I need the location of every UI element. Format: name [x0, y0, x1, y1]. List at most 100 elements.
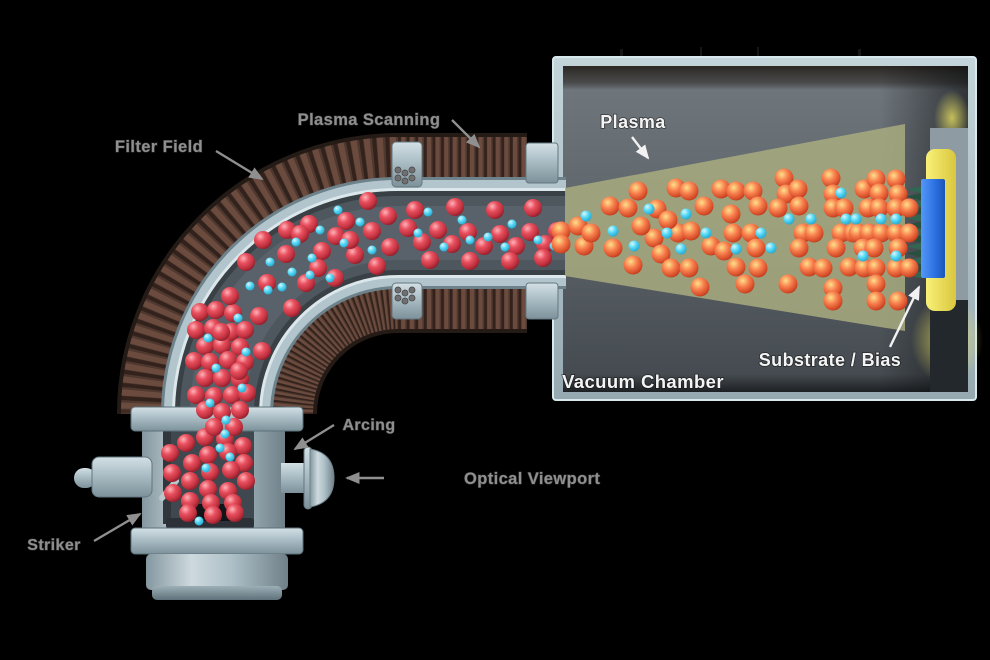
particle: [799, 257, 819, 277]
particle: [475, 237, 493, 255]
particle: [823, 278, 843, 298]
particle: [661, 258, 681, 278]
particle: [658, 210, 678, 230]
particle: [826, 238, 846, 258]
particle: [164, 484, 182, 502]
particle: [888, 291, 908, 311]
particle: [181, 472, 199, 490]
particle: [237, 253, 255, 271]
particle: [524, 199, 542, 217]
particle: [866, 274, 886, 294]
particle: [187, 321, 205, 339]
source-bottom-flange: [130, 527, 304, 555]
particle: [866, 291, 886, 311]
particle: [534, 249, 552, 267]
particle: [253, 342, 271, 360]
particle: [741, 223, 761, 243]
particle: [196, 369, 214, 387]
particle: [730, 243, 742, 255]
particle: [363, 222, 381, 240]
particle: [185, 352, 203, 370]
particle: [507, 219, 517, 229]
particle: [205, 398, 215, 408]
particle: [205, 418, 223, 436]
particle: [222, 461, 240, 479]
coating-tooth: [906, 193, 921, 201]
chamber-top-tick: [700, 47, 702, 59]
chamber-top-tick: [620, 49, 623, 59]
label-arcing: Arcing: [342, 417, 395, 434]
particle: [869, 198, 889, 218]
particle: [163, 464, 181, 482]
particle: [291, 237, 301, 247]
particle: [337, 212, 355, 230]
particle: [631, 216, 651, 236]
particle: [215, 443, 225, 453]
particle: [888, 184, 908, 204]
particle: [700, 227, 712, 239]
particle: [221, 287, 239, 305]
source-base: [146, 554, 288, 590]
particle: [765, 242, 777, 254]
scanning-coil-clamp: [391, 141, 423, 320]
substrate-bias-arrow: [888, 285, 921, 348]
particle: [850, 213, 862, 225]
particle: [644, 228, 664, 248]
particle: [721, 204, 741, 224]
particle: [277, 282, 287, 292]
particle: [220, 429, 230, 439]
particle: [886, 198, 906, 218]
label-plasma-scanning: Plasma Scanning: [298, 111, 441, 129]
particle: [748, 258, 768, 278]
particle: [346, 246, 364, 264]
chamber-bottom-shadow: [563, 374, 968, 392]
particle: [367, 245, 377, 255]
particle: [236, 321, 254, 339]
particle: [805, 213, 817, 225]
ion-particles-orange: [551, 168, 919, 311]
particle: [234, 437, 252, 455]
particle: [551, 234, 571, 254]
particle: [368, 257, 386, 275]
particle: [681, 221, 701, 241]
particle: [179, 504, 197, 522]
coating-tooth: [906, 214, 921, 222]
particle: [226, 504, 244, 522]
particle: [413, 228, 423, 238]
particle: [651, 244, 671, 264]
particle: [250, 307, 268, 325]
coating-tooth: [906, 186, 921, 194]
particle: [755, 227, 767, 239]
particle: [735, 274, 755, 294]
label-filter-field: Filter Field: [115, 138, 203, 156]
particle: [183, 454, 201, 472]
particle: [580, 210, 592, 222]
particle: [199, 446, 217, 464]
particle: [774, 168, 794, 188]
particle: [161, 444, 179, 462]
particle: [187, 386, 205, 404]
pedestal-shadow: [930, 300, 968, 392]
particle: [406, 201, 424, 219]
particle: [714, 241, 734, 261]
particle: [857, 250, 869, 262]
striker-feedthrough: [74, 456, 153, 498]
particle: [254, 231, 272, 249]
particle: [287, 267, 297, 277]
particle: [839, 257, 859, 277]
particle: [743, 181, 763, 201]
particle: [500, 242, 510, 252]
particle: [225, 452, 235, 462]
particle: [890, 250, 902, 262]
particle: [277, 245, 295, 263]
particle: [813, 258, 833, 278]
particle: [325, 273, 335, 283]
particle: [223, 386, 241, 404]
particle: [359, 192, 377, 210]
label-substrate-bias: Substrate / Bias: [759, 350, 901, 370]
particle: [618, 198, 638, 218]
particle: [231, 401, 249, 419]
particle: [307, 253, 317, 263]
label-plasma: Plasma: [600, 112, 666, 132]
